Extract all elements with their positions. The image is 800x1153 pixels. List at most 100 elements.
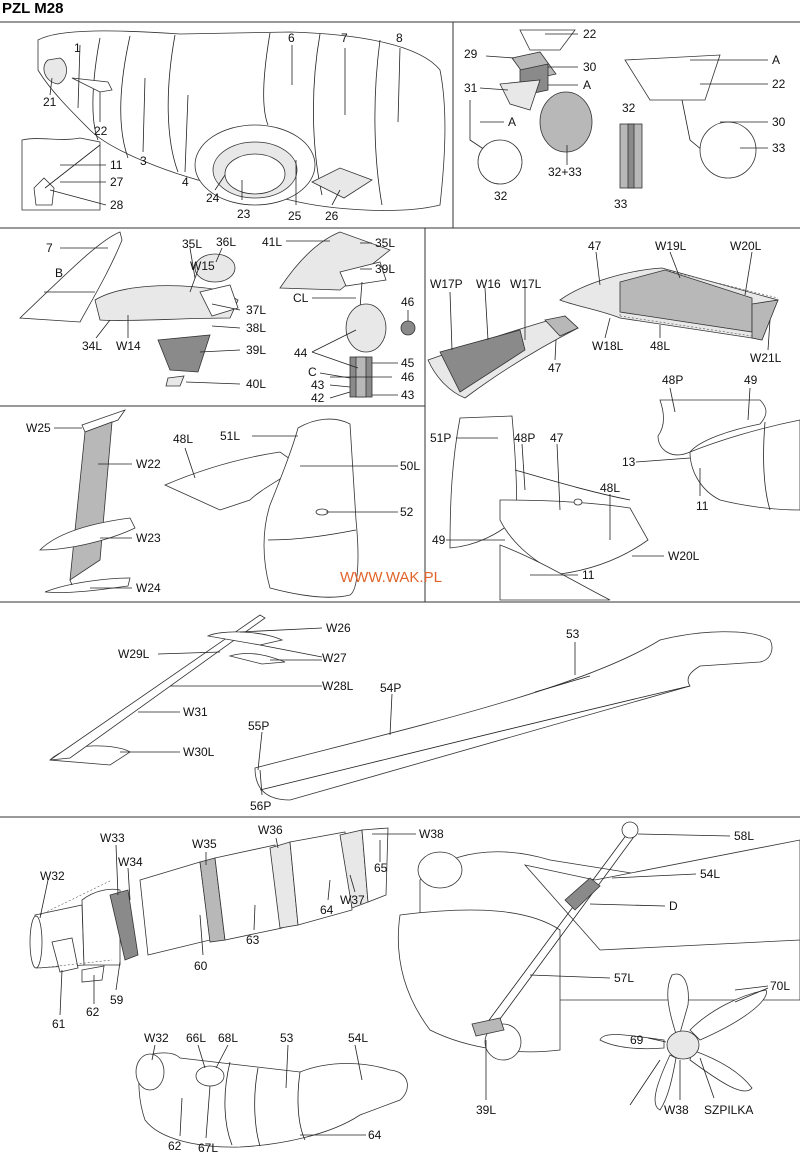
watermark-url: WWW.WAK.PL [340,569,442,586]
panel-frames [0,21,800,818]
fuselage-nose-drawing [21,30,446,211]
label-68L: 68L [218,1031,238,1045]
label-35L-b: 35L [375,236,395,250]
label-61: 61 [52,1017,66,1031]
label-48P: 48P [662,373,683,387]
label-7: 7 [341,31,348,45]
tail-wheel-callouts: 22 29 30 A 31 A 32 32+33 A 22 30 32 33 3… [464,27,786,211]
label-28: 28 [110,198,124,212]
fin-drawing [19,231,239,387]
label-W20L-b: W20L [668,549,700,563]
label-8: 8 [396,31,403,45]
label-62: 62 [86,1005,100,1019]
label-W29L: W29L [118,647,150,661]
tail-unit-callouts: 48L 51L 50L 52 [173,429,420,519]
label-W20L: W20L [730,239,762,253]
label-21: 21 [43,95,57,109]
label-W28L: W28L [322,679,354,693]
label-35L: 35L [182,237,202,251]
label-57L: 57L [614,971,634,985]
label-W31: W31 [183,705,208,719]
label-60: 60 [194,959,208,973]
label-32b: 32 [622,101,636,115]
propeller-drawing [599,973,767,1111]
label-48L-t: 48L [173,432,193,446]
label-22: 22 [94,124,108,138]
tail-assembly-drawing [449,399,800,601]
label-W19L: W19L [655,239,687,253]
label-13: 13 [622,455,636,469]
label-54P: 54P [380,681,401,695]
label-54L-b: 54L [348,1031,368,1045]
label-30: 30 [583,60,597,74]
elevators-callouts: W17P W16 W17L 47 47 W19L W20L W18L 48L W… [430,239,782,375]
label-46: 46 [401,295,415,309]
label-47b: 47 [588,239,602,253]
label-49b: 49 [432,533,446,547]
label-SZPILKA: SZPILKA [704,1103,753,1117]
label-W33: W33 [100,831,125,845]
main-wheel-callouts: 41L 35L 39L CL 46 44 45 C 46 43 43 42 [262,235,415,405]
label-67L: 67L [198,1141,218,1153]
label-W25: W25 [26,421,51,435]
label-64b: 64 [368,1128,382,1142]
label-65: 65 [374,861,388,875]
label-43: 43 [311,378,325,392]
label-W34: W34 [118,855,143,869]
label-64: 64 [320,903,334,917]
label-W27: W27 [322,651,347,665]
tail-unit-drawing [164,418,359,598]
label-W14: W14 [116,339,141,353]
label-46b: 46 [401,370,415,384]
label-W32: W32 [40,869,65,883]
label-32-33: 32+33 [548,165,582,179]
label-W15: W15 [190,259,215,273]
label-1: 1 [74,41,81,55]
label-37L: 37L [246,303,266,317]
label-4: 4 [182,175,189,189]
label-24: 24 [206,191,220,205]
label-48P-b: 48P [514,431,535,445]
label-W23: W23 [136,531,161,545]
tail-assembly-callouts: 48P 49 13 11 51P 48P 47 48L 49 W20L 11 [430,373,758,582]
label-11: 11 [110,158,123,172]
label-W21L: W21L [750,351,782,365]
elevators-drawing [427,267,779,399]
label-27: 27 [110,175,124,189]
label-54L: 54L [700,867,720,881]
rudder-drawing [39,409,136,593]
label-55P: 55P [248,719,269,733]
label-3: 3 [140,154,147,168]
label-W38: W38 [419,827,444,841]
label-42: 42 [311,391,325,405]
label-51P: 51P [430,431,451,445]
label-32: 32 [494,189,508,203]
label-34L: 34L [82,339,102,353]
label-W22: W22 [136,457,161,471]
label-43b: 43 [401,388,415,402]
label-30b: 30 [772,115,786,129]
label-58L: 58L [734,829,754,843]
label-W17P: W17P [430,277,463,291]
label-62b: 62 [168,1139,182,1153]
label-45: 45 [401,356,415,370]
label-W38-b: W38 [664,1103,689,1117]
label-C: C [308,365,317,379]
label-36L: 36L [216,235,236,249]
label-22c: 22 [772,77,786,91]
label-47c: 47 [550,431,564,445]
sheet-title: PZL M28 [2,0,63,17]
label-59: 59 [110,993,124,1007]
label-W30L: W30L [183,745,215,759]
label-W24: W24 [136,581,161,595]
wing-callouts: W26 W29L W27 W28L W31 W30L 53 54P 55P 56… [118,621,580,813]
label-A: A [583,78,591,92]
label-22b: 22 [583,27,597,41]
label-52: 52 [400,505,414,519]
label-W37: W37 [340,893,365,907]
label-40L: 40L [246,377,266,391]
label-11c: 11 [582,568,595,582]
rudder-callouts: W25 W22 W23 W24 [26,421,161,595]
label-41L: 41L [262,235,282,249]
